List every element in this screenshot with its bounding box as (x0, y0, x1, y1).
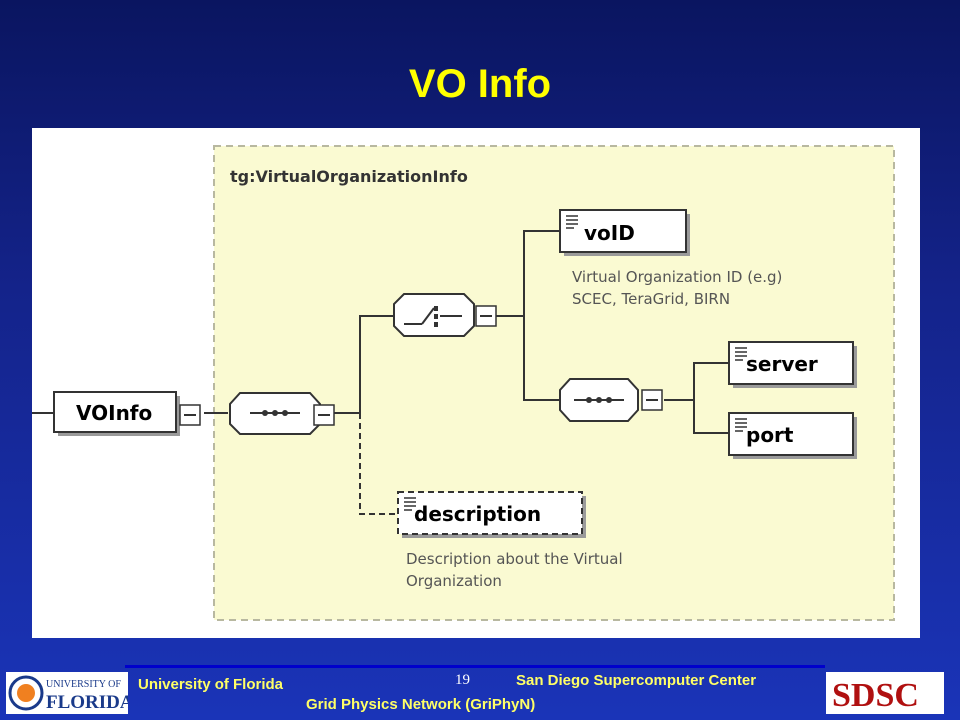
svg-text:UNIVERSITY OF: UNIVERSITY OF (46, 679, 121, 690)
schema-diagram: tg:VirtualOrganizationInfo VOInfo (32, 128, 920, 638)
svg-text:port: port (746, 423, 794, 447)
footer-left-institution: University of Florida (138, 676, 284, 693)
svg-text:voID: voID (584, 221, 635, 245)
university-of-florida-logo: UNIVERSITY OF FLORIDA (6, 672, 134, 714)
svg-text:server: server (746, 352, 818, 376)
element-description[interactable]: description (397, 491, 586, 538)
svg-text:description: description (414, 502, 541, 526)
connector-lines (32, 230, 729, 434)
element-port[interactable]: port (728, 412, 857, 459)
svg-text:VOInfo: VOInfo (76, 401, 152, 425)
element-voinfo[interactable]: VOInfo (53, 391, 201, 436)
optional-connector (359, 413, 398, 515)
element-server[interactable]: server (728, 341, 857, 388)
footer-right-institution: San Diego Supercomputer Center (516, 672, 757, 689)
footer-divider (125, 665, 825, 668)
svg-text:FLORIDA: FLORIDA (46, 692, 128, 713)
description-annotation-line2: Organization (406, 572, 502, 590)
footer-project: Grid Physics Network (GriPhyN) (306, 696, 536, 713)
choice-compositor-icon (393, 293, 497, 337)
page-number: 19 (455, 672, 470, 688)
sequence-compositor-icon (229, 392, 335, 435)
element-void[interactable]: voID (559, 209, 690, 256)
void-annotation-line2: SCEC, TeraGrid, BIRN (572, 290, 730, 308)
void-annotation-line1: Virtual Organization ID (e.g) (572, 268, 782, 286)
description-annotation-line1: Description about the Virtual (406, 550, 623, 568)
slide-title: VO Info (408, 62, 552, 106)
sdsc-logo: SDSC (826, 672, 944, 714)
sequence-compositor-icon-2 (559, 378, 663, 422)
complex-type-label: tg:VirtualOrganizationInfo (230, 167, 468, 186)
svg-text:SDSC: SDSC (832, 677, 919, 714)
